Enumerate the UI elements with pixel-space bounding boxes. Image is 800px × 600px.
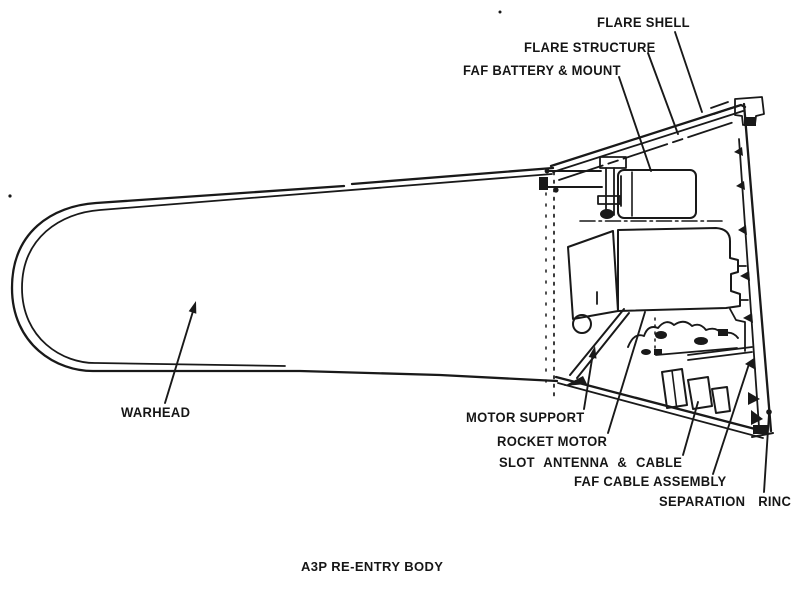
separation-ring-leader-dot — [766, 409, 772, 415]
label-faf-cable-assembly: FAF CABLE ASSEMBLY — [574, 473, 727, 490]
label-warhead: WARHEAD — [121, 404, 191, 421]
label-rocket-motor: ROCKET MOTOR — [497, 433, 608, 450]
label-slot-antenna-cable: SLOT ANTENNA & CABLE — [499, 454, 683, 471]
faf-battery-leader-line — [618, 76, 652, 172]
label-motor-support: MOTOR SUPPORT — [466, 409, 585, 426]
figure-caption: A3P RE-ENTRY BODY — [301, 559, 444, 574]
label-flare-structure: FLARE STRUCTURE — [524, 39, 656, 56]
cable-and-antenna-detail — [627, 308, 753, 414]
label-separation-ring: SEPARATION RINC — [659, 493, 792, 510]
separation-ring-leader-line — [763, 413, 770, 493]
flare-structure-leader-line — [647, 52, 679, 135]
slot-antenna-leader-line — [682, 401, 699, 456]
motor-support-arrowhead — [588, 346, 597, 359]
faf-battery-and-mount-detail — [539, 156, 723, 222]
scan-specks — [8, 10, 502, 198]
label-faf-battery-mount: FAF BATTERY & MOUNT — [463, 62, 621, 79]
leader-lines — [164, 31, 772, 493]
faf-cable-leader-line — [712, 363, 750, 475]
label-flare-shell: FLARE SHELL — [597, 14, 690, 31]
rocket-motor-leader-line — [607, 311, 646, 434]
warhead-arrowhead — [188, 301, 197, 314]
flare-shell-leader-line — [674, 31, 703, 113]
warhead-leader-line — [164, 307, 195, 404]
separation-ring-detail — [710, 96, 774, 438]
rocket-motor-detail — [564, 227, 749, 386]
flare-shell-outline — [545, 103, 764, 439]
motor-support-leader-line — [583, 352, 594, 410]
warhead-body-outline — [10, 166, 559, 383]
